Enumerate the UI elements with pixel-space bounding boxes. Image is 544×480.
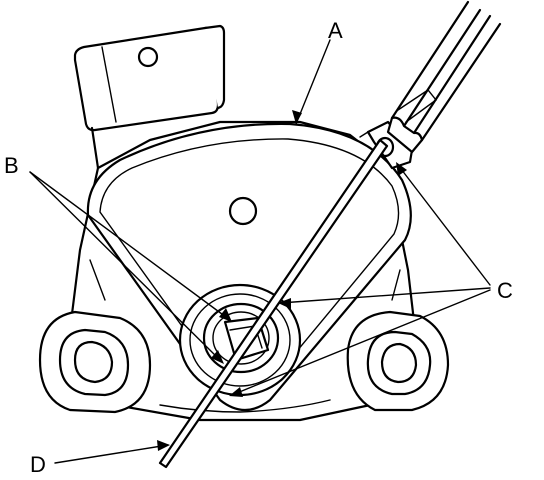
switch-body bbox=[68, 120, 417, 422]
callout-d: D bbox=[30, 452, 46, 477]
alignment-tool bbox=[158, 0, 502, 469]
leader-c3 bbox=[231, 289, 491, 396]
leader-c2 bbox=[279, 287, 491, 304]
left-mounting-boss bbox=[38, 310, 152, 414]
right-mounting-boss bbox=[346, 310, 450, 412]
connector-housing bbox=[73, 24, 226, 170]
leader-b2 bbox=[29, 171, 223, 363]
leader-d bbox=[54, 444, 169, 464]
leader-a bbox=[295, 39, 331, 125]
arrow-a bbox=[292, 110, 302, 124]
leader-lines bbox=[29, 39, 491, 464]
callout-a: A bbox=[328, 18, 343, 43]
leader-c1 bbox=[397, 164, 491, 286]
leader-b1 bbox=[29, 171, 231, 321]
callout-c: C bbox=[497, 278, 513, 303]
callout-b: B bbox=[4, 153, 19, 178]
